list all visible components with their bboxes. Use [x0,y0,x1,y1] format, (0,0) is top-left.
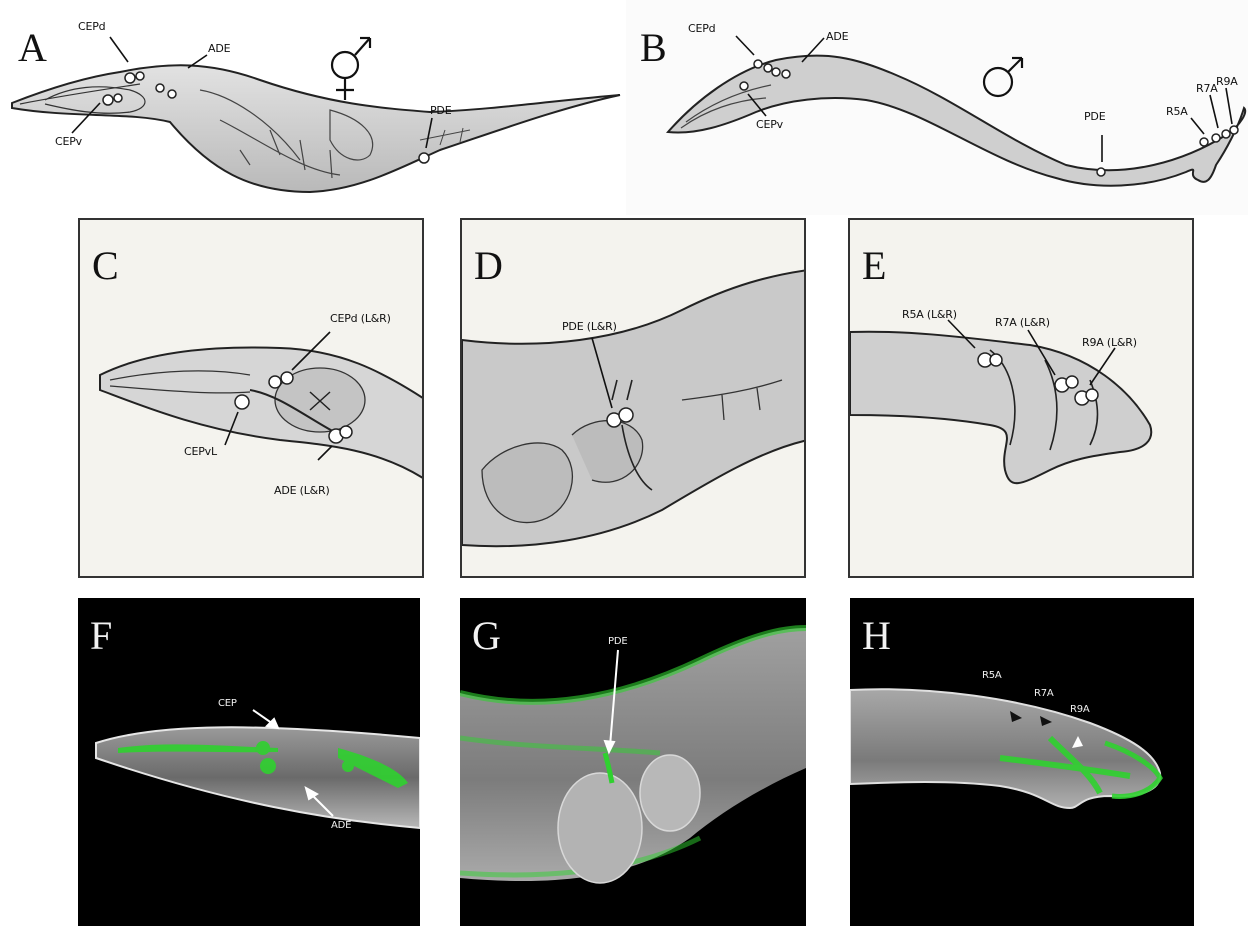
worm-male-drawing [626,0,1248,215]
label-cepv: CEPv [756,118,783,131]
panel-letter: A [18,28,47,68]
label-cep: CEP [218,698,237,709]
label-r9a: R9A [1216,75,1238,88]
label-pde: PDE [1084,110,1105,123]
label-r5a: R5A [982,670,1002,681]
panel-letter: H [862,616,891,656]
label-pde: PDE [608,636,627,647]
label-r5a: R5A (L&R) [902,308,957,321]
male-symbol [984,58,1022,96]
panel-d: D PDE (L&R) [460,218,806,578]
label-cepd: CEPd (L&R) [330,312,391,325]
panel-f: F CEP ADE [78,598,420,926]
fluorescence-micrograph-tail [850,598,1194,926]
male-tail-drawing [850,220,1194,578]
panel-letter: E [862,246,886,286]
label-r9a: R9A [1070,704,1090,715]
label-ade: ADE [826,30,848,43]
panel-b: B CEPd ADE CEPv PDE R5A R7A R9A [626,0,1248,215]
label-ade: ADE [331,820,351,831]
head-drawing [80,220,424,578]
label-r7a: R7A [1034,688,1054,699]
label-pde: PDE (L&R) [562,320,617,333]
label-r7a: R7A [1196,82,1218,95]
panel-e: E R5A (L&R) R7A (L&R) R9A (L&R) [848,218,1194,578]
label-r5a: R5A [1166,105,1188,118]
hermaphrodite-symbol [332,38,370,100]
label-cepd: CEPd [78,20,105,33]
panel-letter: C [92,246,119,286]
label-cepd: CEPd [688,22,715,35]
label-pde: PDE [430,104,451,117]
panel-letter: B [640,28,667,68]
fluorescence-micrograph-head [78,598,420,926]
label-cepv: CEPv [55,135,82,148]
label-cepvl: CEPvL [184,445,217,458]
panel-letter: F [90,616,112,656]
panel-letter: G [472,616,501,656]
panel-g: G PDE [460,598,806,926]
fluorescence-micrograph-midbody [460,598,806,926]
panel-h: H R5A R7A R9A [850,598,1194,926]
midbody-drawing [462,220,806,578]
label-ade: ADE (L&R) [274,484,330,497]
panel-letter: D [474,246,503,286]
label-ade: ADE [208,42,230,55]
label-r7a: R7A (L&R) [995,316,1050,329]
panel-a: A CEPd ADE CEPv PDE [0,0,625,205]
label-r9a: R9A (L&R) [1082,336,1137,349]
panel-c: C CEPd (L&R) CEPvL ADE (L&R) [78,218,424,578]
